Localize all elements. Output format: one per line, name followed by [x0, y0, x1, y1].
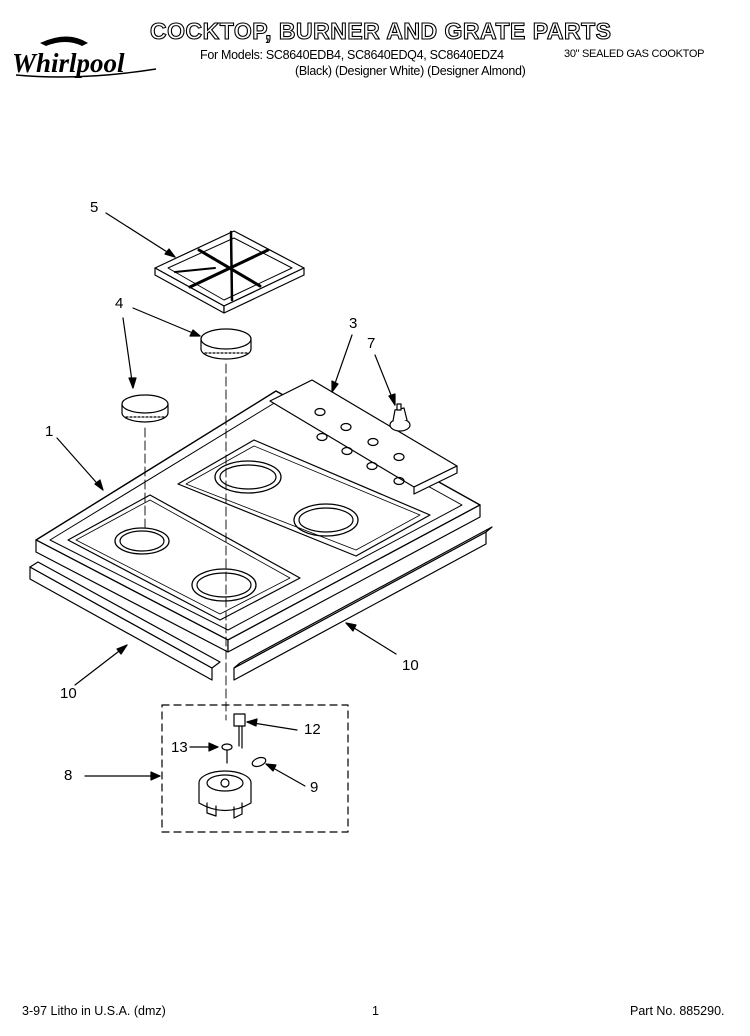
- logo-wordmark: Whirlpool: [12, 48, 125, 78]
- model-numbers: For Models: SC8640EDB4, SC8640EDQ4, SC86…: [200, 48, 504, 62]
- callout-3: 3: [349, 315, 358, 332]
- callout-10-left: 10: [60, 685, 77, 702]
- callout-8: 8: [64, 767, 73, 784]
- litho-note: 3-97 Litho in U.S.A. (dmz): [22, 1004, 166, 1018]
- callout-10-right: 10: [402, 657, 419, 674]
- clip-part: [251, 756, 267, 768]
- callout-12: 12: [304, 721, 321, 738]
- trim-right: [233, 526, 493, 681]
- control-panel-part: [269, 379, 458, 495]
- control-knob-part: [389, 403, 411, 432]
- callout-1: 1: [45, 423, 54, 440]
- burner-cap-right: [200, 328, 252, 360]
- electrode-part: [233, 713, 246, 749]
- part-number: Part No. 885290.: [630, 1004, 725, 1018]
- callout-5: 5: [90, 199, 99, 216]
- burner-base-part: [198, 770, 252, 819]
- product-description: 30" SEALED GAS COOKTOP: [564, 48, 705, 60]
- model-colors: (Black) (Designer White) (Designer Almon…: [295, 64, 526, 78]
- callout-4: 4: [115, 295, 124, 312]
- trim-left: [29, 561, 221, 681]
- grate-part: [154, 230, 305, 314]
- callout-13: 13: [171, 739, 188, 756]
- page-title: COCKTOP, BURNER AND GRATE PARTS: [149, 17, 612, 44]
- callout-7: 7: [367, 335, 376, 352]
- burner-cap-left: [121, 394, 169, 423]
- whirlpool-logo: Whirlpool: [12, 36, 157, 78]
- screw-part: [221, 743, 233, 764]
- callout-9: 9: [310, 779, 319, 796]
- page-number: 1: [372, 1004, 379, 1018]
